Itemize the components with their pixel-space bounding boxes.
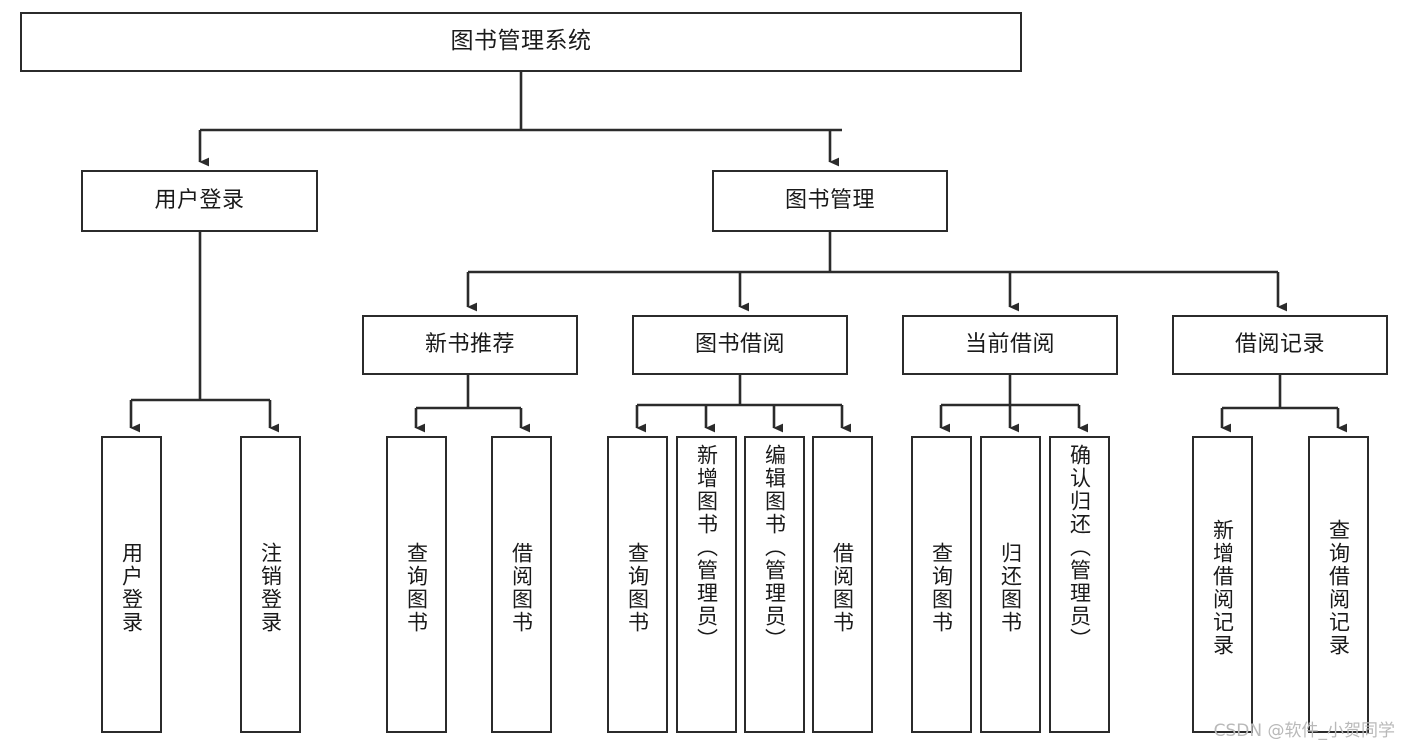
leaf-confirm-return[interactable]: 确认归还（管理员） xyxy=(1049,436,1110,733)
node-label: 注销登录 xyxy=(258,541,283,634)
leaf-query-borrow-record[interactable]: 查询借阅记录 xyxy=(1308,436,1369,733)
leaf-borrow-book[interactable]: 借阅图书 xyxy=(812,436,873,733)
node-label: 图书管理 xyxy=(784,188,875,214)
leaf-query-book-recommend[interactable]: 查询图书 xyxy=(386,436,447,733)
node-label: 当前借阅 xyxy=(964,332,1055,358)
csdn-watermark: CSDN @软件_小贺同学 xyxy=(1213,721,1395,741)
node-new-book-recommend[interactable]: 新书推荐 xyxy=(362,315,578,375)
node-label: 查询图书 xyxy=(929,541,954,634)
leaf-add-borrow-record[interactable]: 新增借阅记录 xyxy=(1192,436,1253,733)
node-book-manage[interactable]: 图书管理 xyxy=(712,170,948,232)
node-user-login[interactable]: 用户登录 xyxy=(81,170,318,232)
node-label: 查询图书 xyxy=(625,541,650,634)
node-label: 确认归还（管理员） xyxy=(1067,444,1092,651)
leaf-borrow-book-recommend[interactable]: 借阅图书 xyxy=(491,436,552,733)
node-label: 归还图书 xyxy=(998,541,1023,634)
node-root-system[interactable]: 图书管理系统 xyxy=(20,12,1022,72)
node-current-borrow[interactable]: 当前借阅 xyxy=(902,315,1118,375)
node-label: 借阅图书 xyxy=(830,541,855,634)
node-label: 用户登录 xyxy=(119,541,144,634)
leaf-query-book-current[interactable]: 查询图书 xyxy=(911,436,972,733)
node-label: 借阅图书 xyxy=(509,541,534,634)
node-book-borrow[interactable]: 图书借阅 xyxy=(632,315,848,375)
leaf-user-login[interactable]: 用户登录 xyxy=(101,436,162,733)
node-label: 用户登录 xyxy=(154,188,245,214)
node-label: 新书推荐 xyxy=(424,332,515,358)
node-borrow-record[interactable]: 借阅记录 xyxy=(1172,315,1388,375)
node-label: 新增借阅记录 xyxy=(1210,518,1235,657)
node-label: 新增图书（管理员） xyxy=(694,444,719,651)
node-label: 图书管理系统 xyxy=(450,28,592,55)
node-label: 借阅记录 xyxy=(1234,332,1325,358)
leaf-edit-book[interactable]: 编辑图书（管理员） xyxy=(744,436,805,733)
node-label: 图书借阅 xyxy=(694,332,785,358)
leaf-user-logout[interactable]: 注销登录 xyxy=(240,436,301,733)
leaf-query-book-borrow[interactable]: 查询图书 xyxy=(607,436,668,733)
node-label: 编辑图书（管理员） xyxy=(762,444,787,651)
node-label: 查询借阅记录 xyxy=(1326,518,1351,657)
leaf-add-book[interactable]: 新增图书（管理员） xyxy=(676,436,737,733)
leaf-return-book[interactable]: 归还图书 xyxy=(980,436,1041,733)
node-label: 查询图书 xyxy=(404,541,429,634)
